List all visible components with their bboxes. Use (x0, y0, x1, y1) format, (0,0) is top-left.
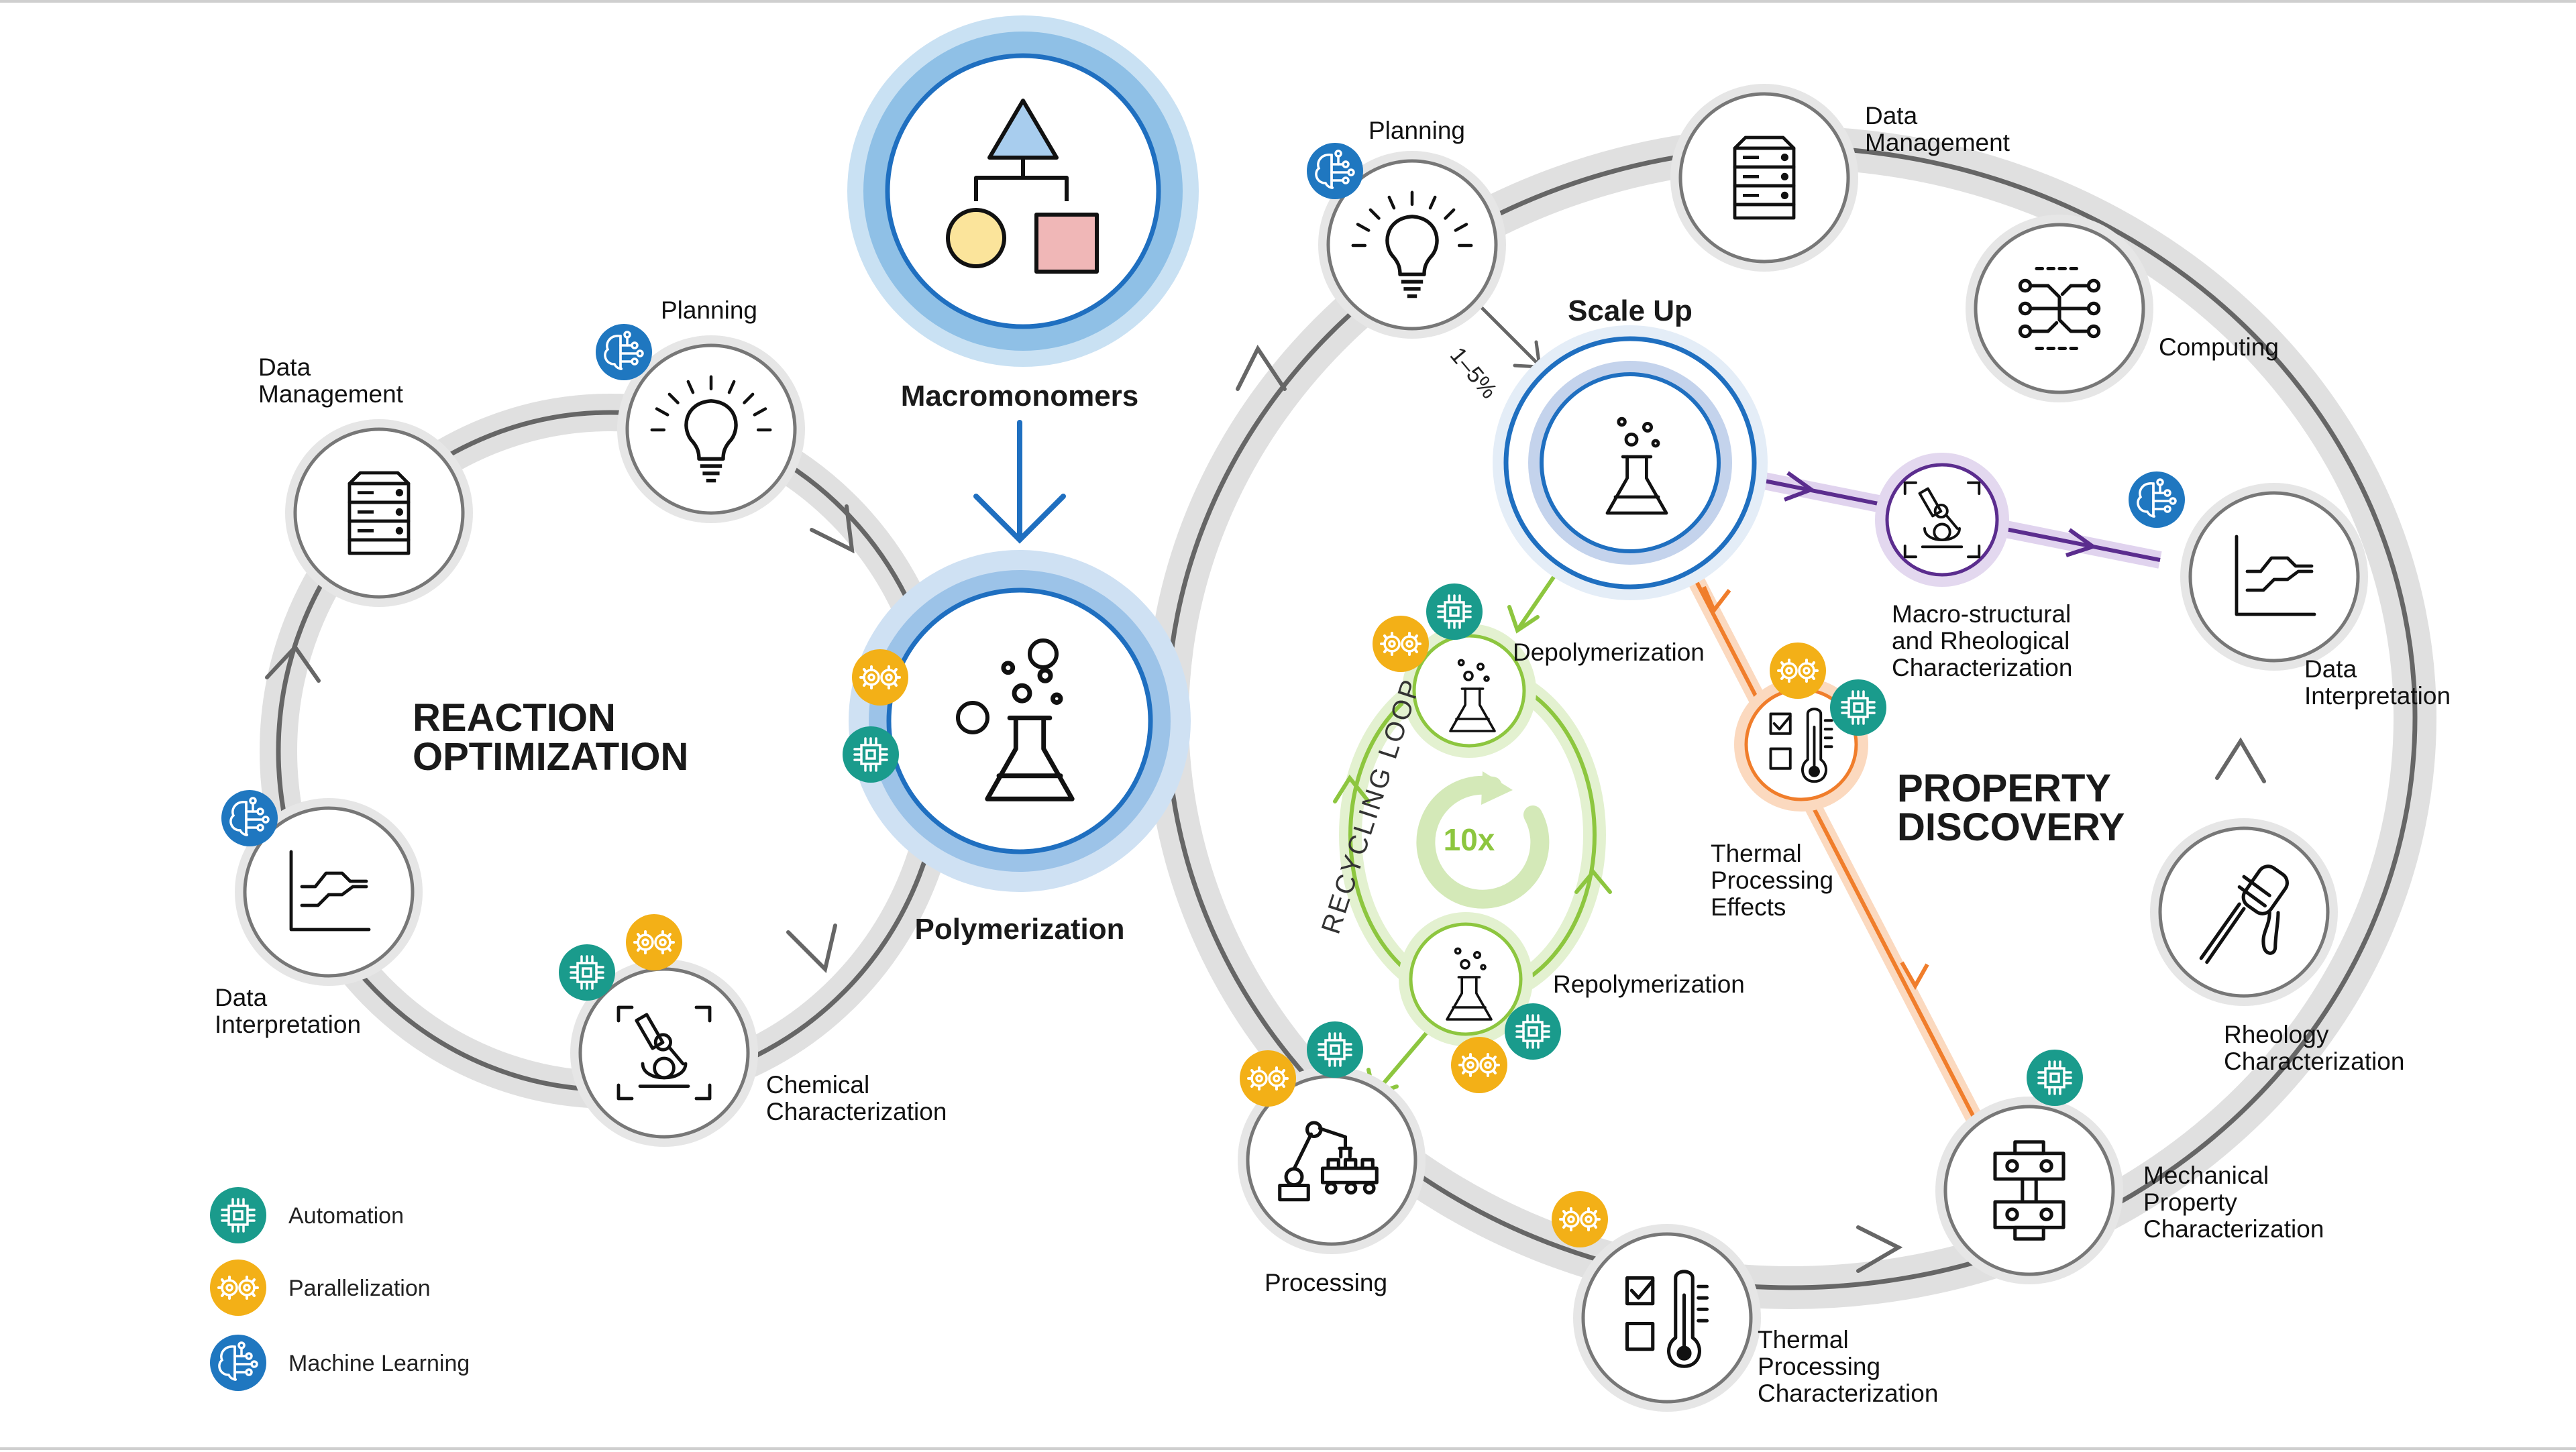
machine-learning-badge (209, 1333, 268, 1392)
machine-learning-badge (594, 323, 653, 382)
processing-label: Processing (1265, 1269, 1387, 1296)
thermal-effects-label-3: Effects (1711, 893, 1786, 921)
scale-fraction-label: 1–5% (1445, 343, 1502, 404)
macro-structural-label-1: Macro-structural (1892, 600, 2071, 628)
machine-learning-badge (2127, 470, 2186, 529)
computing-label: Computing (2159, 333, 2279, 361)
macro-structural-node[interactable] (1875, 453, 2009, 587)
property-title-1: PROPERTY (1897, 767, 2111, 810)
chemical-characterization-label-2: Characterization (766, 1098, 947, 1125)
mechanical-label-2: Property (2143, 1188, 2237, 1216)
automation-badge (841, 725, 900, 784)
repolymerization-node[interactable] (1399, 912, 1533, 1046)
reaction-data-interpretation-node[interactable] (235, 798, 423, 986)
parallelization-badge (1371, 614, 1430, 673)
reaction-data-management-label-1: Data (258, 353, 311, 381)
macromonomers-label: Macromonomers (901, 380, 1139, 412)
property-data-management-node[interactable] (1670, 84, 1858, 272)
property-title-2: DISCOVERY (1897, 805, 2125, 849)
reaction-data-management-label-2: Management (258, 380, 404, 408)
mechanical-label-3: Characterization (2143, 1215, 2324, 1243)
depolymerization-label: Depolymerization (1513, 638, 1705, 666)
property-data-interpretation-label-2: Interpretation (2304, 682, 2451, 710)
thermal-effects-label-1: Thermal (1711, 840, 1802, 867)
polymerization-label: Polymerization (915, 913, 1125, 946)
shapes-icon (946, 99, 1099, 274)
macro-structural-label-2: and Rheological (1892, 627, 2070, 655)
scale-up-label: Scale Up (1568, 294, 1693, 327)
rheology-node[interactable] (2150, 818, 2338, 1006)
rheology-label-1: Rheology (2224, 1021, 2329, 1048)
thermal-characterization-label-3: Characterization (1758, 1380, 1938, 1407)
chemical-characterization-node[interactable] (570, 959, 758, 1147)
machine-learning-badge (220, 789, 279, 848)
parallelization-badge (209, 1258, 268, 1317)
ten-x-label: 10x (1444, 822, 1495, 857)
parallelization-badge (1550, 1190, 1609, 1249)
macromonomers-node[interactable] (847, 15, 1199, 367)
planning-to-scaleup-arrow (1474, 300, 1542, 369)
property-data-management-label-2: Management (1865, 129, 2010, 156)
automation-badge (1503, 1002, 1562, 1061)
legend-automation: Automation (288, 1203, 404, 1229)
parallelization-badge (625, 913, 684, 972)
repolymerization-label: Repolymerization (1553, 970, 1745, 998)
parallelization-badge (851, 648, 910, 707)
reaction-data-management-node[interactable] (285, 419, 473, 607)
polymerization-node[interactable] (849, 550, 1191, 892)
legend: Automation Parallelization Machine Learn… (209, 1186, 470, 1392)
parallelization-badge (1238, 1049, 1297, 1108)
reaction-planning-node[interactable] (617, 335, 805, 523)
processing-node[interactable] (1238, 1066, 1426, 1254)
property-data-interpretation-node[interactable] (2180, 483, 2368, 671)
reaction-title-1: REACTION (413, 696, 616, 740)
reaction-data-interpretation-label-1: Data (215, 984, 268, 1011)
reaction-title-2: OPTIMIZATION (413, 735, 688, 779)
orange-path (1682, 566, 1994, 1144)
down-arrow (973, 420, 1066, 544)
parallelization-badge (1450, 1036, 1509, 1095)
property-planning-node[interactable] (1318, 151, 1506, 339)
machine-learning-badge (1305, 142, 1364, 201)
reaction-data-interpretation-label-2: Interpretation (215, 1011, 361, 1038)
automation-badge (1829, 678, 1888, 737)
automation-badge (1425, 582, 1484, 641)
thermal-characterization-label-1: Thermal (1758, 1326, 1849, 1353)
macro-structural-label-3: Characterization (1892, 654, 2072, 681)
property-planning-label: Planning (1368, 117, 1465, 144)
automation-badge (1305, 1020, 1364, 1079)
legend-parallelization: Parallelization (288, 1276, 431, 1301)
refresh-icon (1416, 771, 1550, 909)
legend-machine-learning: Machine Learning (288, 1351, 470, 1376)
automation-badge (557, 943, 616, 1002)
thermal-effects-label-2: Processing (1711, 867, 1833, 894)
automation-badge (2025, 1048, 2084, 1107)
automation-badge (209, 1186, 268, 1245)
property-data-management-label-1: Data (1865, 102, 1918, 129)
thermal-characterization-node[interactable] (1573, 1224, 1761, 1412)
parallelization-badge (1768, 641, 1827, 700)
property-data-interpretation-label-1: Data (2304, 655, 2357, 683)
scale-up-node[interactable] (1493, 325, 1768, 600)
reaction-planning-label: Planning (661, 296, 757, 324)
rheology-label-2: Characterization (2224, 1048, 2404, 1075)
depolymerization-node[interactable] (1402, 624, 1536, 758)
computing-node[interactable] (1966, 215, 2153, 402)
mechanical-label-1: Mechanical (2143, 1162, 2269, 1189)
chemical-characterization-label-1: Chemical (766, 1071, 869, 1099)
thermal-characterization-label-2: Processing (1758, 1353, 1880, 1380)
mechanical-node[interactable] (1935, 1097, 2123, 1284)
